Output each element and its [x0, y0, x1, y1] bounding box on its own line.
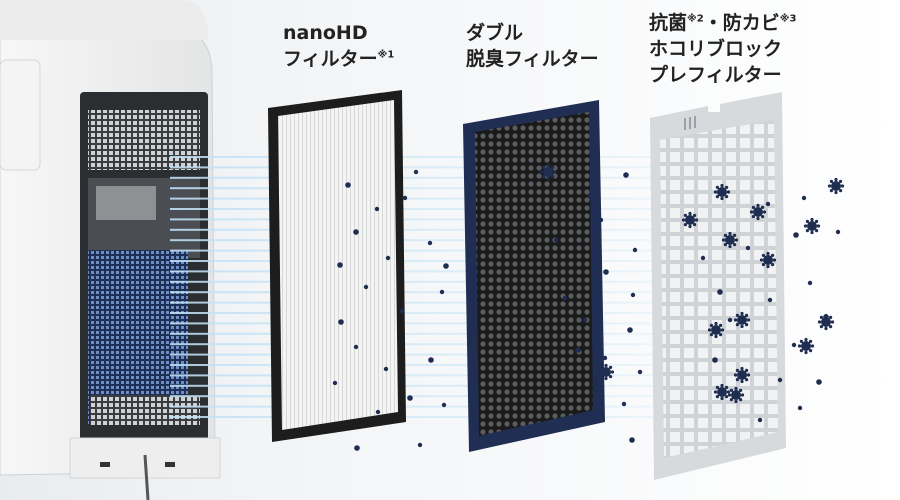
mold-spore: [817, 313, 835, 331]
mold-spore: [707, 321, 725, 339]
dust-particle: [353, 344, 359, 350]
dust-particle: [441, 402, 447, 408]
pre-filter-label: 抗菌※2・防カビ※3 ホコリブロック プレフィルター: [649, 10, 796, 88]
dust-particle: [791, 342, 797, 348]
nanohd-label-line2-text: フィルター: [283, 48, 378, 70]
deodorizing-filter-label: ダブル 脱臭フィルター: [466, 20, 599, 72]
dust-particle: [582, 317, 588, 323]
dust-particle: [632, 247, 638, 253]
dust-particle: [629, 437, 635, 443]
dust-particle: [712, 357, 718, 363]
mold-spore: [797, 337, 815, 355]
dust-particle: [337, 262, 343, 268]
pre-label-line3: プレフィルター: [649, 64, 782, 86]
dust-particle: [374, 206, 380, 212]
dust-particle: [345, 182, 351, 188]
dust-particle: [427, 240, 433, 246]
dust-particle: [553, 237, 559, 243]
dust-particle: [717, 289, 723, 295]
mold-spore: [721, 231, 739, 249]
pre-label-note-3: ※3: [779, 13, 797, 25]
dust-particle: [627, 327, 633, 333]
mold-spore-icon: [539, 163, 845, 404]
mold-spore: [727, 386, 745, 404]
dust-particle: [797, 405, 803, 411]
dust-particle: [383, 366, 389, 372]
dust-particle: [575, 347, 581, 353]
mold-spore: [539, 163, 557, 181]
mold-spore: [713, 183, 731, 201]
mold-spore: [597, 363, 615, 381]
pre-label-line2: ホコリブロック: [649, 38, 783, 60]
dust-particle: [745, 245, 751, 251]
mold-spore: [827, 177, 845, 195]
nanohd-filter-label: nanoHD フィルター※1: [283, 20, 394, 72]
pre-label-antimold: 防カビ: [722, 12, 780, 34]
dust-particle: [407, 395, 413, 401]
dust-particle: [700, 255, 706, 261]
dust-particle: [413, 169, 419, 175]
dust-particle: [439, 289, 445, 295]
mold-spore: [759, 251, 777, 269]
dust-particle: [765, 201, 771, 207]
double-deodorizing-filter: [463, 100, 605, 452]
dust-particle: [777, 377, 783, 383]
pre-label-separator: ・: [703, 12, 723, 34]
dust-particle: [562, 295, 568, 301]
dust-particle: [807, 280, 813, 286]
nanohd-label-note: ※1: [377, 49, 395, 61]
dust-particle: [603, 269, 609, 275]
dust-particle: [623, 172, 629, 178]
mold-spore: [713, 383, 731, 401]
deodor-label-line2: 脱臭フィルター: [466, 48, 599, 70]
dust-particle: [767, 297, 773, 303]
mold-spore: [681, 211, 699, 229]
mold-spore: [749, 203, 767, 221]
dust-particle: [602, 355, 608, 361]
dust-particle: [585, 417, 591, 423]
dust-particle: [399, 308, 405, 314]
dust-particle: [402, 195, 408, 201]
mold-spore: [733, 366, 751, 384]
mold-spore: [733, 311, 751, 329]
dust-particle: [385, 255, 391, 261]
dust-particle: [598, 217, 604, 223]
deodor-label-line1: ダブル: [466, 22, 524, 44]
dust-particle: [353, 229, 359, 235]
dust-particle: [332, 380, 338, 386]
dust-particle: [338, 319, 344, 325]
dust-particle: [835, 229, 841, 235]
pre-label-note-2: ※2: [687, 13, 704, 25]
dust-particle: [428, 357, 434, 363]
dust-particle: [363, 284, 369, 290]
dust-particle: [593, 382, 599, 388]
dust-particle: [417, 442, 423, 448]
dust-particle: [443, 263, 449, 269]
dust-particle: [354, 445, 360, 451]
dust-particle: [587, 194, 593, 200]
dust-particle: [793, 232, 799, 238]
dust-particle: [801, 195, 807, 201]
dust-particle: [375, 409, 381, 415]
mold-spore: [803, 217, 821, 235]
pre-label-line1: 抗菌※2・防カビ※3: [649, 10, 796, 36]
pre-label-antibacterial: 抗菌: [649, 12, 688, 34]
dust-particle: [630, 292, 636, 298]
nanohd-label-line1: nanoHD: [283, 22, 368, 44]
dust-particle: [727, 317, 733, 323]
dust-particle-icon: [332, 169, 841, 451]
nanohd-label-line2: フィルター※1: [283, 46, 394, 72]
dust-particle: [757, 417, 763, 423]
dust-particle: [816, 379, 822, 385]
dust-particle: [637, 369, 643, 375]
dust-particle: [621, 401, 627, 407]
